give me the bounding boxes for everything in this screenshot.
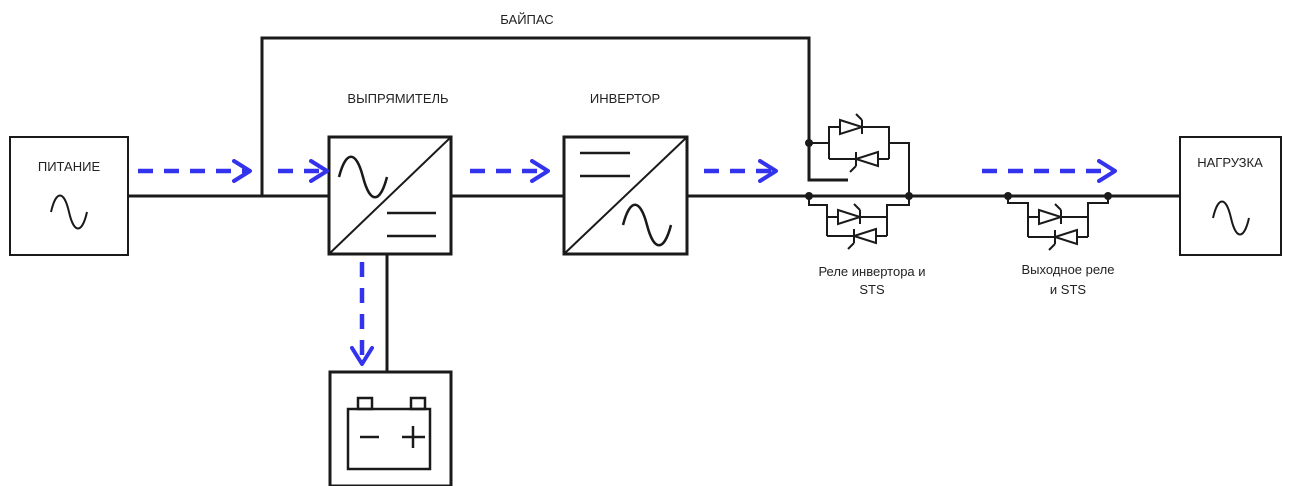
thyristor-pair-icon bbox=[1007, 196, 1109, 251]
wire-bypass-stub bbox=[807, 143, 848, 182]
thyristor-pair-icon bbox=[808, 196, 910, 250]
flow-arrows bbox=[138, 159, 1117, 366]
bypass-label: БАЙПАС bbox=[500, 12, 553, 27]
wiring bbox=[128, 36, 1180, 372]
inverter-relay-label-line1: Реле инвертора и bbox=[818, 264, 925, 279]
dc-ac-icon bbox=[621, 203, 673, 247]
battery-icon bbox=[346, 396, 432, 471]
thyristor-pair-icon bbox=[809, 113, 910, 196]
sine-wave-icon bbox=[1212, 200, 1250, 236]
output-relay-label-line1: Выходное реле bbox=[1022, 262, 1115, 277]
ac-dc-icon bbox=[337, 155, 389, 199]
battery-block bbox=[328, 370, 453, 486]
wire-bypass bbox=[260, 36, 811, 196]
output-relay-sts bbox=[1007, 196, 1109, 251]
load-label: НАГРУЗКА bbox=[1197, 155, 1263, 170]
sine-wave-icon bbox=[50, 194, 88, 230]
load-block: НАГРУЗКА bbox=[1179, 136, 1282, 256]
inverter-relay-sts bbox=[808, 113, 910, 250]
inverter-relay-label-line2: STS bbox=[859, 282, 885, 297]
rectifier-label: ВЫПРЯМИТЕЛЬ bbox=[347, 91, 448, 106]
inverter-block bbox=[562, 135, 689, 256]
power-label: ПИТАНИЕ bbox=[38, 159, 101, 174]
output-relay-label-line2: и STS bbox=[1050, 282, 1086, 297]
power-source-block: ПИТАНИЕ bbox=[9, 136, 129, 256]
rectifier-block bbox=[327, 135, 453, 256]
inverter-label: ИНВЕРТОР bbox=[590, 91, 660, 106]
